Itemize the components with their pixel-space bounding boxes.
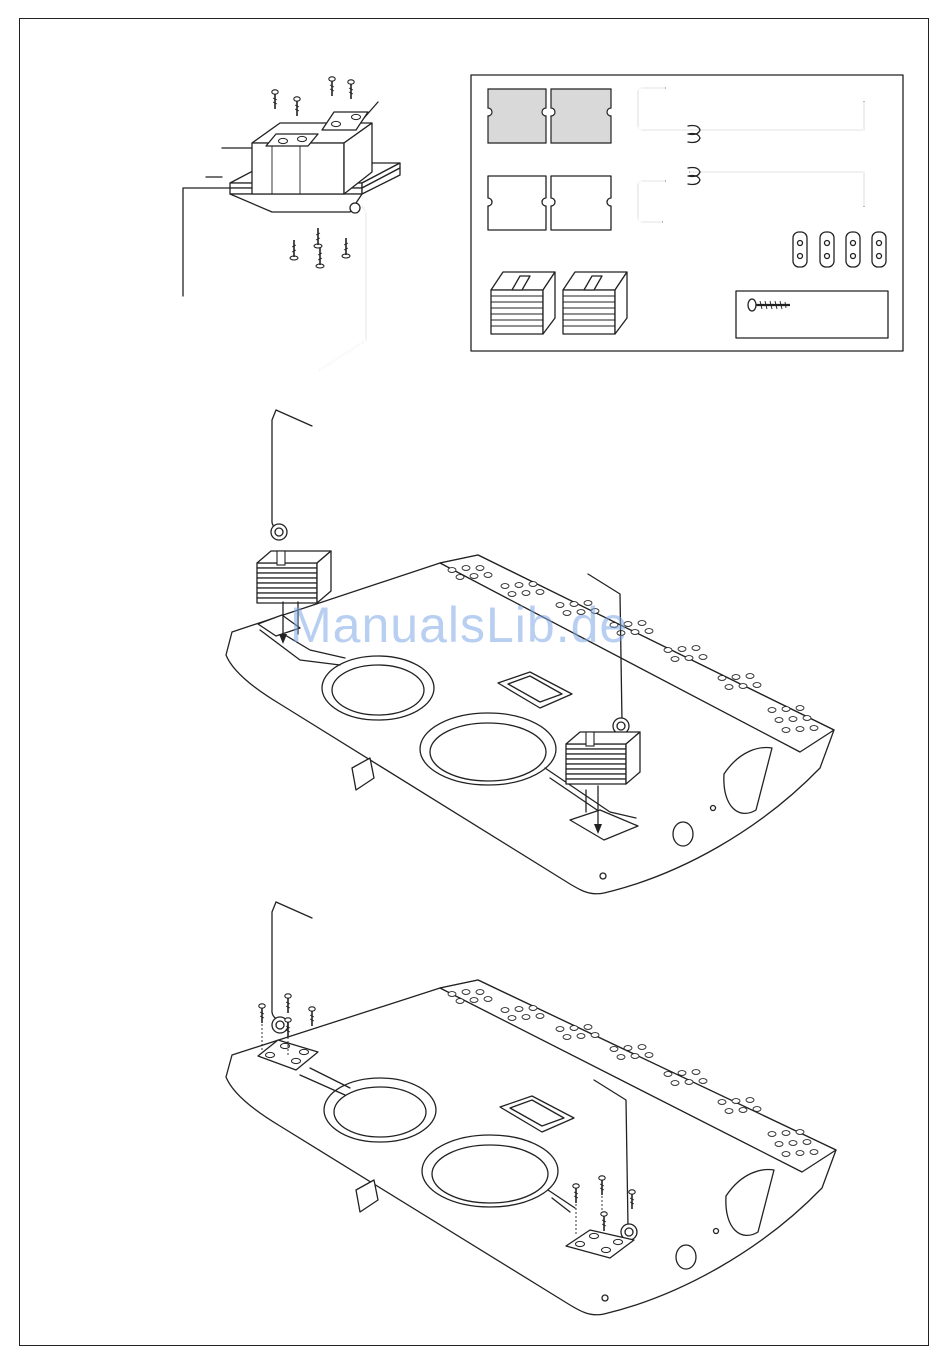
end-cap-hole [676,1245,696,1269]
screw-icon [309,1007,315,1026]
laminated-block-icon [491,272,555,334]
screw-icon [294,97,300,116]
watermark: ManualsLib.de [290,596,628,654]
felt-pad-white [488,176,546,230]
step-screw-hinges [226,902,836,1315]
felt-pad-grey [551,89,611,143]
detail-hinge-assembly [183,77,400,370]
screw-icon [348,80,354,99]
screw-icon [314,228,322,248]
felt-pad-white [551,176,611,230]
laminated-block-icon [563,272,627,334]
screw-callout-box [736,291,888,338]
screw-icon [342,238,350,258]
parts-kit [471,75,903,351]
small-plate-icon [793,232,807,267]
screw-icon [272,90,278,109]
small-plate-icon [820,232,834,267]
small-plate-icon [872,232,886,267]
small-plate-icon [846,232,860,267]
cup-holder-right [422,1135,558,1207]
screw-icon [316,248,324,268]
wire-rod-icon [638,88,864,130]
screw-icon [329,77,335,96]
screw-icon [290,240,298,260]
wire-rod-icon [638,172,864,222]
leader-line-base [183,188,232,296]
felt-pad-grey [488,89,546,143]
screw-icon [259,1004,265,1023]
screw-icon [285,994,291,1013]
cup-holder-right [420,713,556,785]
end-cap-hole [673,822,693,846]
hinge-block-icon [566,732,640,784]
